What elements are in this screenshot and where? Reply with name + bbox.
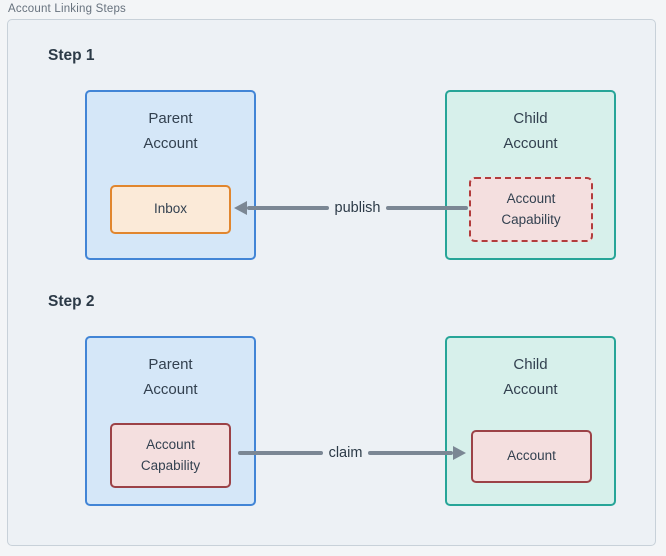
step2-heading: Step 2: [48, 293, 95, 310]
step1-child-account-box: Child Account Account Capability: [445, 90, 616, 260]
step2-child-account-title: Child Account: [503, 356, 558, 398]
step2-account-label: Account: [507, 448, 556, 464]
arrow-right-head-icon: [453, 446, 466, 460]
claim-arrow-label: claim: [328, 445, 363, 461]
step1-account-capability-box: Account Capability: [469, 177, 593, 242]
diagram-title: Account Linking Steps: [8, 3, 126, 15]
step2-account-capability-box: Account Capability: [110, 423, 231, 488]
step1-inbox-box: Inbox: [110, 185, 231, 234]
step1-inbox-label: Inbox: [153, 201, 188, 217]
step1-parent-account-box: Parent Account Inbox: [85, 90, 256, 260]
step2-parent-account-title: Parent Account: [143, 356, 198, 398]
step1-child-account-title: Child Account: [503, 110, 558, 152]
claim-arrow: claim: [238, 443, 466, 463]
step1-account-capability-label: Account Capability: [501, 191, 561, 227]
step2-account-capability-label: Account Capability: [140, 437, 201, 473]
step2-parent-account-box: Parent Account Account Capability: [85, 336, 256, 506]
arrow-line-segment: [386, 206, 469, 210]
step2-child-account-box: Child Account Account: [445, 336, 616, 506]
step2-account-box: Account: [471, 430, 592, 483]
arrow-line-segment: [247, 206, 329, 210]
step1-parent-account-title: Parent Account: [143, 110, 198, 152]
arrow-line-segment: [368, 451, 453, 455]
arrow-line-segment: [238, 451, 323, 455]
publish-arrow: publish: [234, 198, 469, 218]
step1-heading: Step 1: [48, 47, 95, 64]
arrow-left-head-icon: [234, 201, 247, 215]
publish-arrow-label: publish: [334, 200, 381, 216]
